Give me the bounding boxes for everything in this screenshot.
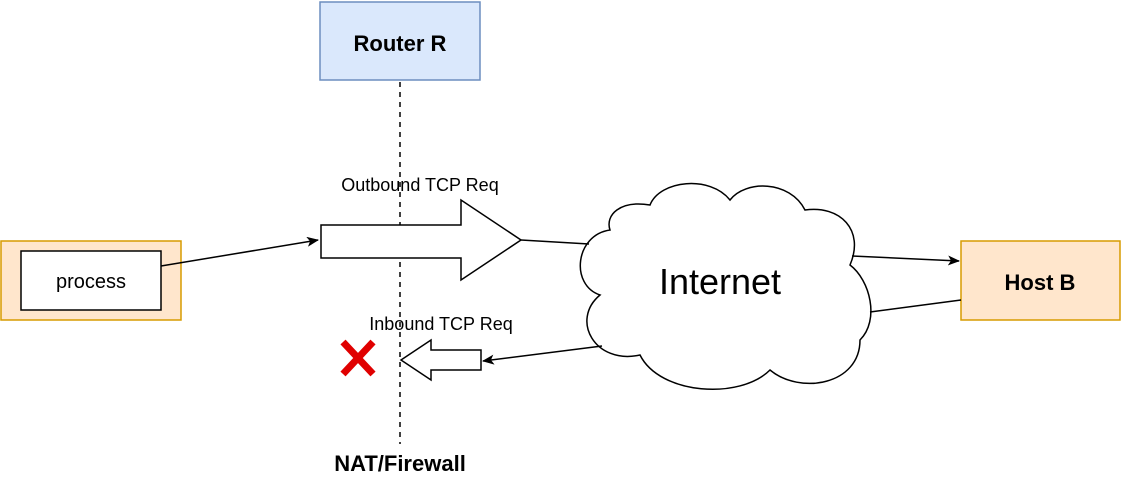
internet-cloud: Internet [579,182,872,390]
internet-label: Internet [659,261,781,302]
inbound-block-arrow [399,338,482,382]
host-b-box [960,240,1121,321]
router-node: Router R [319,1,481,81]
host-b-label: Host B [1005,270,1076,295]
outbound-label: Outbound TCP Req [341,175,498,195]
blocked-x-icon [340,339,376,377]
outbound-to-internet-connector [520,239,590,245]
process-box [20,250,162,311]
process-node: process [0,240,182,321]
process-label: process [56,271,126,293]
firewall-label: NAT/Firewall [334,451,466,476]
inbound-label: Inbound TCP Req [369,314,512,334]
cloud-shape [579,182,872,390]
host-to-internet-connector [869,299,962,313]
outbound-block-arrow [320,198,523,282]
host-b-node: Host B [960,240,1121,321]
process-to-outbound-connector [160,236,319,267]
internet-to-inbound-connector [482,345,603,365]
router-label: Router R [354,31,447,56]
internet-to-host-connector [851,255,960,266]
router-box [319,1,481,81]
